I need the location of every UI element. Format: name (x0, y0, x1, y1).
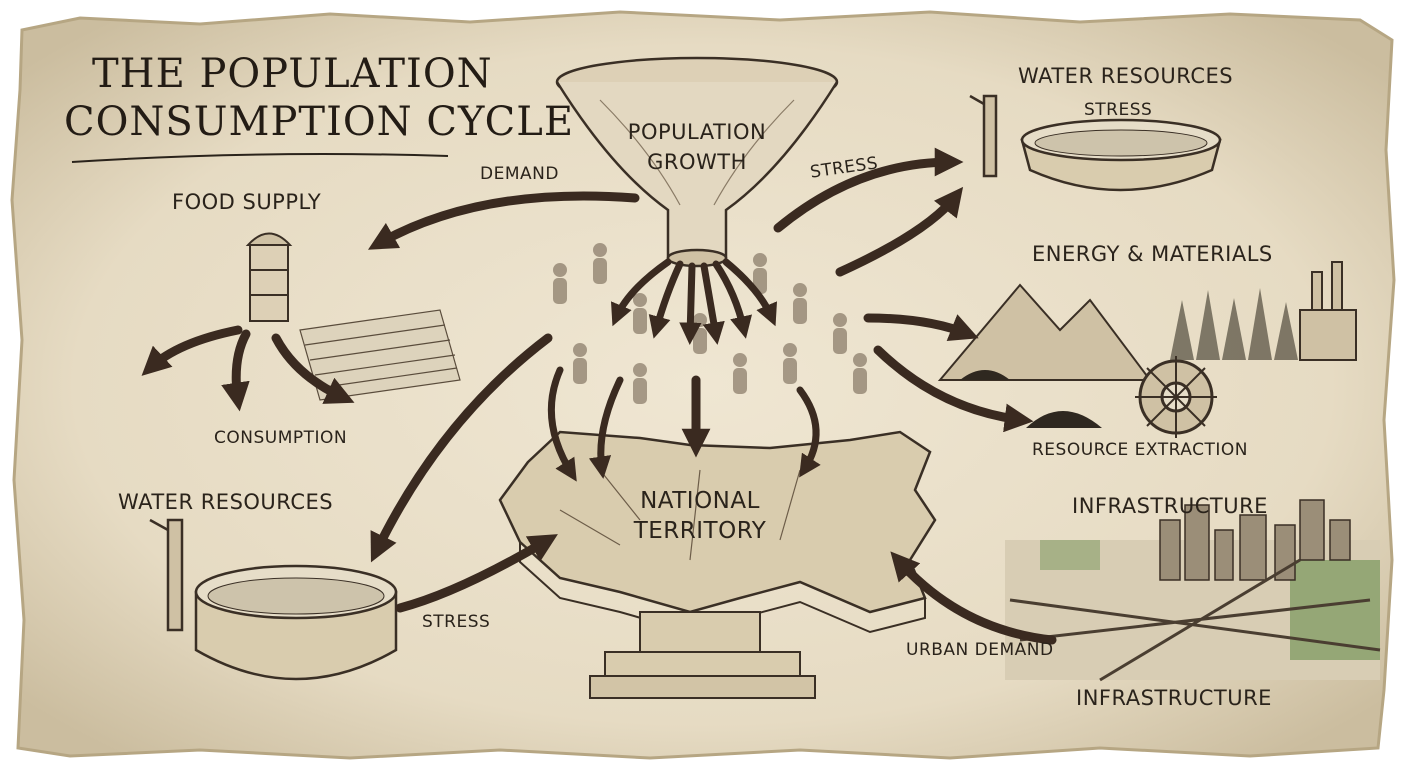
title-line-1: The Population (92, 50, 493, 98)
arrow-label-demand: Demand (480, 164, 559, 184)
title-line-2: Consumption Cycle (64, 98, 574, 146)
funnel-label-line-1: Population (597, 120, 797, 144)
gear-illustration (1135, 356, 1217, 438)
infrastructure-bottom-label: Infrastructure (1076, 686, 1272, 710)
territory-label-line-2: Territory (600, 518, 800, 544)
arrow-label-urban-demand: Urban Demand (906, 640, 1054, 660)
arrow-label-stress-water-right: Stress (1084, 100, 1152, 120)
funnel-label-line-2: Growth (597, 150, 797, 174)
resource-extraction-label: Resource Extraction (1032, 440, 1248, 460)
food-supply-label: Food Supply (172, 190, 321, 214)
arrow-label-stress-bottom: Stress (422, 612, 490, 632)
infrastructure-top-label: Infrastructure (1072, 494, 1268, 518)
energy-materials-label: Energy & Materials (1032, 242, 1273, 266)
consumption-label: Consumption (214, 428, 347, 448)
water-resources-left-label: Water Resources (118, 490, 333, 514)
water-resources-right-label: Water Resources (1018, 64, 1233, 88)
silo-illustration (248, 234, 290, 322)
territory-label-line-1: National (600, 488, 800, 514)
